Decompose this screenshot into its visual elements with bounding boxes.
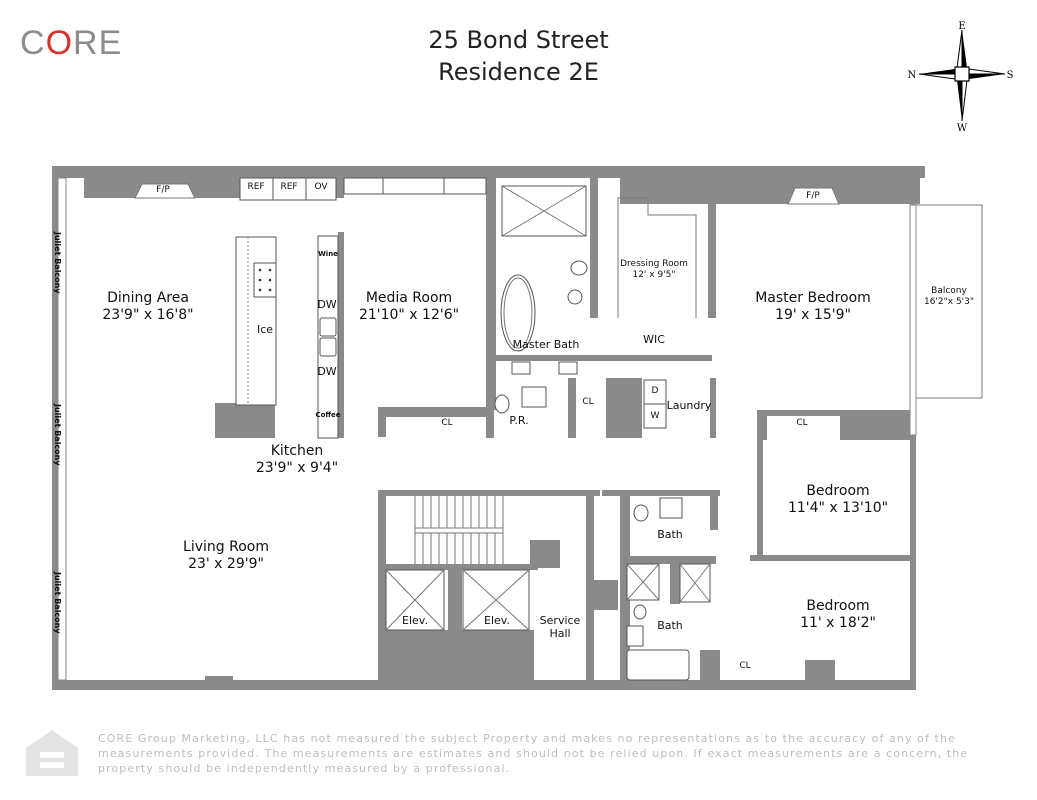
room-kitchen: Kitchen 23'9" x 9'4" — [256, 443, 338, 477]
fireplace-label: F/P — [806, 191, 820, 201]
juliet-balcony-label: Juliet Balcony — [53, 572, 62, 634]
refrigerator-label: REF — [280, 182, 298, 192]
measurement-disclaimer: CORE Group Marketing, LLC has not measur… — [98, 732, 969, 775]
coffee-station-label: Coffee — [315, 411, 341, 419]
room-name: Kitchen — [270, 443, 324, 459]
closet-label: CL — [739, 661, 751, 671]
svg-text:N: N — [908, 70, 917, 81]
room-size: 23'9" x 16'8" — [102, 307, 194, 323]
room-dining-area: Dining Area 23'9" x 16'8" — [102, 290, 193, 324]
room-dressing-room: Dressing Room 12' x 9'5" — [620, 259, 688, 281]
fireplace-label: F/P — [156, 185, 170, 195]
room-name: Dining Area — [107, 290, 189, 306]
room-laundry: Laundry — [666, 399, 712, 412]
svg-text:E: E — [958, 21, 965, 32]
equal-housing-icon — [26, 730, 78, 776]
room-name: Master Bedroom — [755, 290, 871, 306]
svg-text:W: W — [957, 123, 968, 133]
room-living-room: Living Room 23' x 29'9" — [183, 539, 269, 573]
room-bath: Bath — [657, 528, 683, 541]
room-name: Bedroom — [806, 598, 870, 614]
room-balcony: Balcony 16'2"x 5'3" — [924, 286, 974, 308]
room-name: Living Room — [183, 539, 269, 555]
core-logo: CORE — [20, 24, 122, 63]
room-master-bedroom: Master Bedroom 19' x 15'9" — [755, 290, 871, 324]
closet-label: CL — [582, 397, 594, 407]
ice-maker-label: Ice — [256, 323, 274, 336]
juliet-balcony-label: Juliet Balcony — [53, 404, 62, 466]
room-size: 19' x 15'9" — [775, 307, 851, 323]
dishwasher-label: DW — [317, 298, 337, 311]
room-size: 11' x 18'2" — [800, 615, 876, 631]
room-bedroom: Bedroom 11' x 18'2" — [800, 598, 876, 632]
room-size: 21'10" x 12'6" — [358, 307, 460, 323]
washer-label: W — [650, 411, 660, 421]
room-name: Bedroom — [806, 483, 870, 499]
building-address: 25 Bond Street — [428, 26, 609, 54]
residence-number: Residence 2E — [438, 58, 599, 86]
closet-label: CL — [441, 418, 453, 428]
logo-accent-letter: O — [45, 24, 74, 62]
room-name: Dressing Room — [620, 259, 688, 269]
walls — [52, 166, 925, 690]
room-size: 23'9" x 9'4" — [255, 460, 339, 476]
room-bedroom: Bedroom 11'4" x 13'10" — [788, 483, 888, 517]
dryer-label: D — [651, 386, 659, 396]
room-master-bath: Master Bath — [512, 338, 580, 351]
svg-text:S: S — [1007, 70, 1014, 81]
room-bath: Bath — [657, 619, 683, 632]
juliet-balcony-label: Juliet Balcony — [53, 232, 62, 294]
logo-letters: RE — [73, 24, 123, 62]
closet-label: CL — [796, 418, 808, 428]
room-name: Media Room — [365, 290, 453, 306]
room-size: 11'4" x 13'10" — [787, 500, 889, 516]
room-powder-room: P.R. — [509, 414, 529, 427]
page-title: 25 Bond Street Residence 2E — [0, 24, 1037, 88]
oven-label: OV — [314, 182, 328, 192]
wine-fridge-label: Wine — [318, 250, 338, 258]
refrigerator-label: REF — [247, 182, 265, 192]
room-name: Balcony — [931, 286, 967, 296]
logo-letter: C — [20, 24, 46, 62]
room-size: 23' x 29'9" — [188, 556, 264, 572]
room-size: 16'2"x 5'3" — [923, 297, 975, 307]
dishwasher-label: DW — [317, 365, 337, 378]
room-service-hall: Service Hall — [539, 614, 581, 640]
room-walk-in-closet: WIC — [643, 333, 665, 346]
room-elevator: Elev. — [402, 614, 428, 627]
room-elevator: Elev. — [484, 614, 510, 627]
compass-rose-icon: E N S W — [908, 21, 1014, 133]
room-media-room: Media Room 21'10" x 12'6" — [359, 290, 459, 324]
room-size: 12' x 9'5" — [632, 270, 676, 280]
